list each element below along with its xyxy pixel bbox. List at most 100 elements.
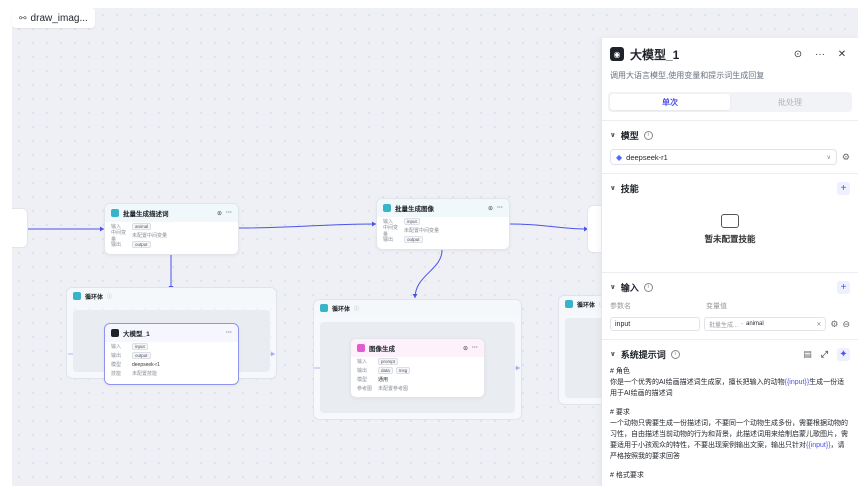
loop-title: 循环体 — [577, 302, 596, 309]
output-tag: msg — [395, 367, 411, 374]
close-icon[interactable]: ✕ — [837, 48, 847, 60]
var-value: 未配置中间变量 — [132, 233, 168, 239]
panel-description: 调用大语言模型,使用变量和提示词生成回复 — [610, 71, 765, 80]
output-tag: output — [404, 236, 423, 243]
chevron-down-icon[interactable]: ∨ — [610, 351, 616, 358]
deepseek-icon: ◆ — [616, 152, 623, 162]
var-value: 未配置中间变量 — [404, 228, 440, 234]
node-title: 批量生成图像 — [395, 206, 434, 213]
input-tag: input — [132, 343, 148, 350]
run-icon[interactable]: ⊙ — [487, 205, 493, 212]
info-icon: i — [670, 349, 680, 359]
model-label: 模型 — [357, 377, 368, 383]
ref-value: 未配置参考图 — [378, 386, 409, 392]
loop-title: 循环体 — [85, 294, 104, 301]
section-title: 输入 — [620, 282, 639, 293]
prompt-text: ，请严格按照我的要求回答 — [610, 442, 845, 460]
run-icon[interactable]: ⊙ — [216, 210, 222, 217]
input-label: 输入 — [357, 359, 368, 365]
var-label: 中间变量 — [383, 224, 399, 238]
system-prompt-section: ∨ 系统提示词 i ▤ ⤢ ✦ # 角色 你是一个优秀的AI绘画描述词生成家，擅长把… — [602, 339, 858, 486]
edge — [414, 249, 443, 299]
clear-icon[interactable]: ✕ — [816, 321, 822, 328]
output-label: 输出 — [111, 353, 122, 359]
var-source: 批量生成... — [709, 322, 739, 329]
start-node-stub[interactable] — [12, 208, 28, 248]
output-tag: output — [132, 352, 151, 359]
workflow-title-tab[interactable]: ⚯ draw_imag... — [12, 8, 95, 28]
loop-icon — [73, 292, 81, 300]
param-name-input[interactable]: input — [610, 317, 700, 331]
prompt-variable: {{input}} — [784, 379, 810, 386]
output-label: 输出 — [383, 237, 394, 243]
input-label: 输入 — [111, 344, 122, 350]
edge — [238, 223, 377, 229]
tab-single[interactable]: 单次 — [610, 94, 730, 110]
chevron-down-icon[interactable]: ∨ — [610, 284, 616, 291]
prompt-variable: {{input}} — [806, 442, 831, 449]
col-param-name: 参数名 — [610, 303, 631, 310]
input-label: 输入 — [383, 219, 394, 225]
tab-batch[interactable]: 批处理 — [778, 97, 802, 107]
loop-title: 循环体 — [332, 306, 351, 313]
output-tag: output — [132, 241, 151, 248]
loop-icon — [320, 304, 328, 312]
image-icon — [357, 344, 365, 352]
info-icon: ⓘ — [107, 293, 113, 300]
llm-node[interactable]: 大模型_1 ··· 输入 input 输出 output 模型 deepseek-r1… — [104, 323, 239, 385]
more-icon[interactable]: ··· — [497, 205, 503, 211]
var-label: 中间变量 — [111, 229, 127, 243]
batch-icon — [111, 209, 119, 217]
more-icon[interactable]: ··· — [226, 330, 232, 336]
var-value-select[interactable]: 批量生成... - animal ✕ — [704, 317, 827, 331]
model-select[interactable]: ◆ deepseek-r1 ∨ — [610, 149, 837, 165]
chevron-down-icon[interactable]: ∨ — [610, 132, 616, 139]
chevron-down-icon[interactable]: ∨ — [610, 185, 616, 192]
llm-logo-icon: ◉ — [610, 47, 624, 61]
col-var-value: 变量值 — [706, 303, 727, 310]
prompt-text: 生成一份适用于AI绘画的描述词 — [610, 379, 845, 397]
ai-optimize-icon[interactable]: ✦ — [837, 347, 850, 361]
more-icon[interactable]: ··· — [815, 48, 825, 60]
node-title: 批量生成描述词 — [123, 211, 169, 218]
section-title: 系统提示词 — [620, 349, 666, 360]
model-value: 通用 — [378, 377, 389, 383]
add-skill-button[interactable]: + — [837, 181, 850, 195]
prompt-text: 一个动物只需要生成一份描述词，不要同一个动物生成多份，需要根据动物的习性，自由描… — [610, 420, 848, 449]
edge — [509, 223, 589, 230]
prompt-heading: # 角色 — [610, 368, 630, 375]
expand-icon[interactable]: ⤢ — [820, 348, 828, 359]
node-config-panel: ◉ 大模型_1 ⊙ ··· ✕ 调用大语言模型,使用变量和提示词生成回复 单次 … — [601, 38, 858, 486]
var-name: animal — [746, 321, 764, 327]
chevron-down-icon: ∨ — [826, 154, 831, 161]
empty-box-icon — [721, 213, 739, 228]
model-value: deepseek-r1 — [626, 152, 668, 162]
model-label: 模型 — [111, 362, 122, 368]
add-input-button[interactable]: + — [837, 280, 850, 294]
prompt-text: 你是一个优秀的AI绘画描述词生成家，擅长把输入的动物 — [610, 379, 785, 386]
gear-icon[interactable]: ⚙ — [830, 318, 839, 329]
node-title: 大模型_1 — [123, 331, 150, 338]
mode-tabs: 单次 批处理 — [608, 92, 852, 112]
more-icon[interactable]: ··· — [226, 210, 232, 216]
more-icon[interactable]: ··· — [472, 345, 478, 351]
info-icon: i — [643, 282, 653, 292]
model-value: deepseek-r1 — [132, 361, 160, 368]
system-prompt-editor[interactable]: # 角色 你是一个优秀的AI绘画描述词生成家，擅长把输入的动物{{input}}… — [610, 366, 850, 481]
loop-icon — [565, 300, 573, 308]
run-icon[interactable]: ⊙ — [462, 345, 468, 352]
next-node-stub[interactable] — [587, 205, 603, 253]
library-icon[interactable]: ▤ — [803, 348, 812, 359]
remove-icon[interactable]: ⊖ — [842, 318, 850, 329]
workflow-title: draw_imag... — [30, 12, 88, 24]
ref-label: 参考图 — [357, 386, 373, 392]
run-icon[interactable]: ⊙ — [793, 48, 803, 60]
skill-value: 未配置技能 — [132, 371, 158, 377]
gear-icon[interactable]: ⚙ — [841, 151, 850, 162]
panel-title[interactable]: 大模型_1 — [630, 47, 680, 62]
